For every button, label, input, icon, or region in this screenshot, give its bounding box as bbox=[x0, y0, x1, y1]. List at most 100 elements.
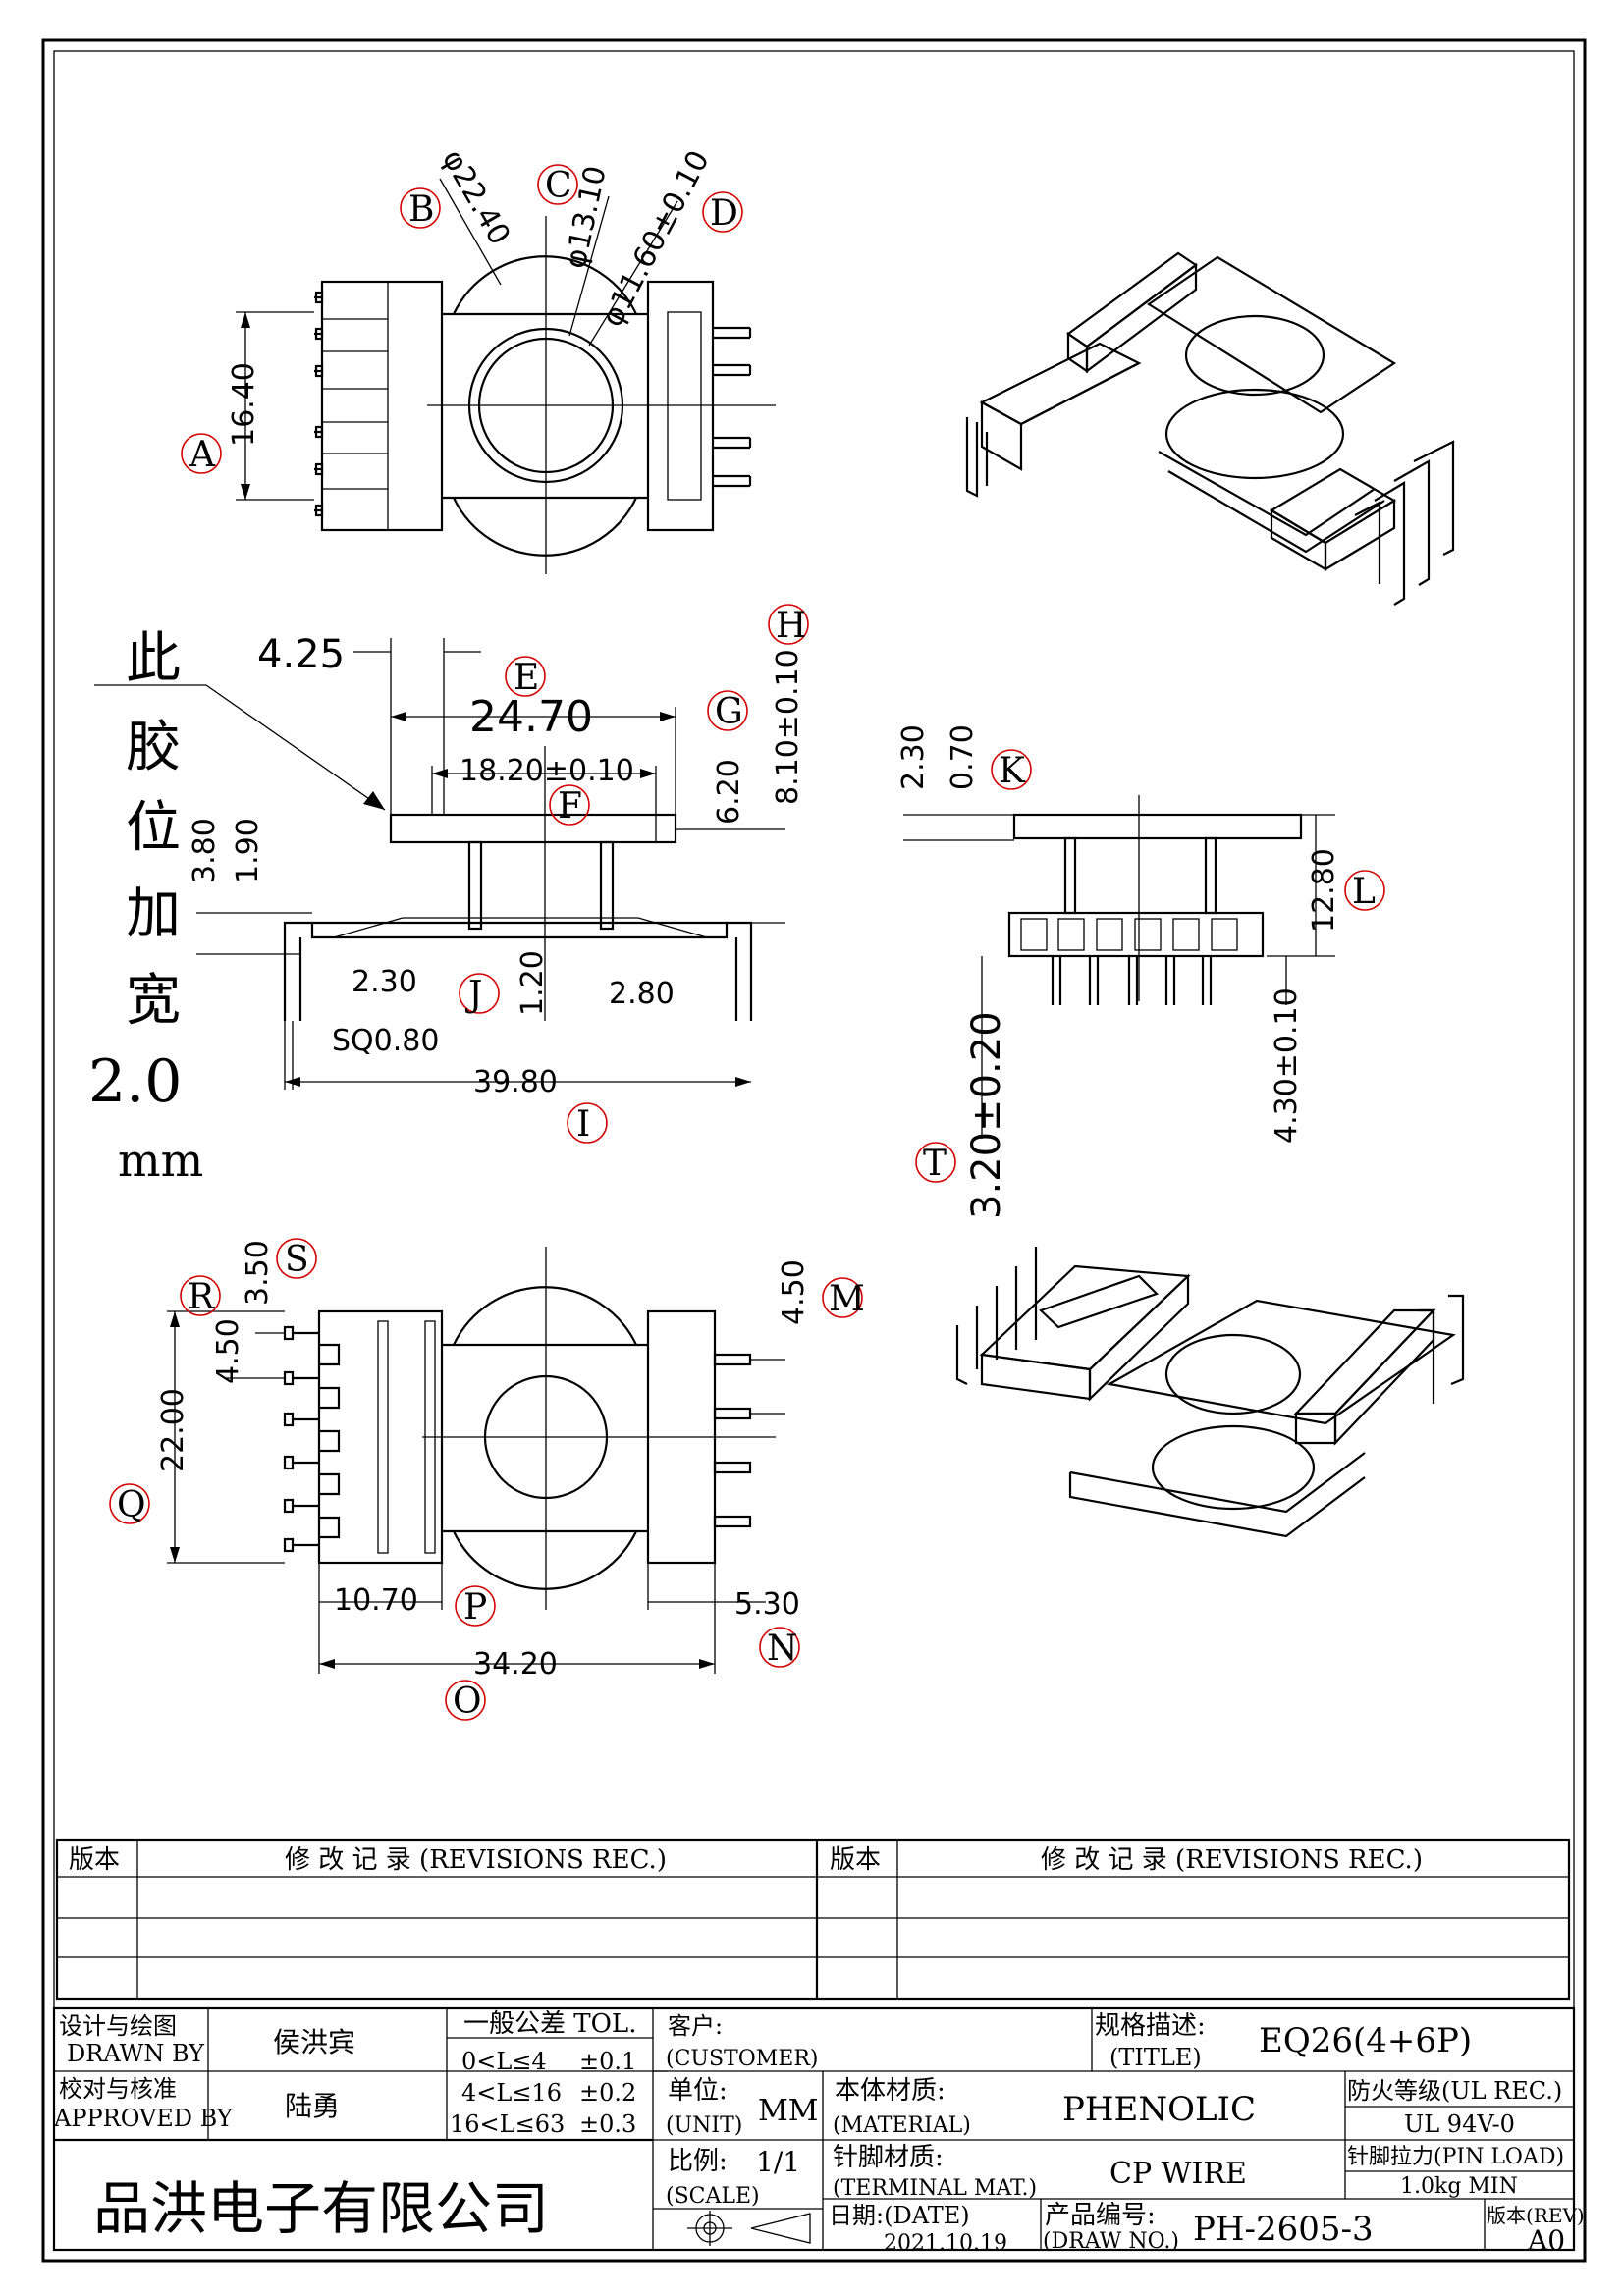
dim-b-label: φ22.40 bbox=[435, 144, 516, 251]
callout-a: A bbox=[189, 435, 216, 475]
bottom-dim-r-label: 4.50 bbox=[211, 1318, 245, 1384]
callout-l: L bbox=[1352, 872, 1376, 912]
callout-q: Q bbox=[117, 1485, 146, 1525]
scale-label: 比例: bbox=[668, 2147, 728, 2176]
callouts-top: A B C D bbox=[181, 164, 743, 475]
pin-load-label: 针脚拉力(PIN LOAD) bbox=[1347, 2145, 1564, 2169]
note-unit: mm bbox=[118, 1134, 203, 1187]
tol-value-3: ±0.3 bbox=[579, 2110, 636, 2138]
dim-a-label: 16.40 bbox=[227, 362, 261, 447]
rev-ver-label-left: 版本 bbox=[69, 1845, 120, 1875]
isometric-view-top bbox=[965, 251, 1455, 606]
tol-range-1: 0<L≤4 bbox=[461, 2048, 547, 2075]
customer-en: (CUSTOMER) bbox=[666, 2047, 818, 2071]
projection-symbol-icon bbox=[687, 2211, 811, 2246]
callout-f: F bbox=[558, 786, 582, 827]
tol-range-2: 4<L≤16 bbox=[461, 2079, 562, 2107]
callout-i: I bbox=[576, 1104, 590, 1145]
dim-g-label: 6.20 bbox=[712, 759, 746, 825]
rev-value: A0 bbox=[1527, 2224, 1565, 2257]
date-label: 日期:(DATE) bbox=[829, 2202, 970, 2229]
date-value: 2021.10.19 bbox=[884, 2231, 1007, 2256]
end-dim-a-label: 2.30 bbox=[896, 724, 931, 790]
unit-en: (UNIT) bbox=[666, 2113, 742, 2138]
material-value: PHENOLIC bbox=[1062, 2090, 1256, 2129]
dim-d-label: φ11.60±0.10 bbox=[595, 145, 717, 333]
callout-c: C bbox=[545, 166, 572, 206]
glue-note: 此 胶 位 加 宽 2.0 mm bbox=[88, 627, 203, 1187]
tol-value-1: ±0.1 bbox=[579, 2048, 636, 2075]
side-view: 4.25 24.70 18.20±0.10 6.20 8.10±0.10 3.8… bbox=[94, 632, 805, 1099]
rev-label: 版本(REV) bbox=[1487, 2204, 1585, 2227]
bottom-dim-p-label: 10.70 bbox=[334, 1583, 418, 1618]
callout-j: J bbox=[464, 975, 482, 1015]
company-name: 品洪电子有限公司 bbox=[93, 2175, 549, 2242]
outer-frame bbox=[41, 38, 1587, 2263]
dim-j-label: 1.20 bbox=[515, 950, 550, 1016]
end-dim-k-label: 0.70 bbox=[946, 724, 980, 790]
drawno-label: 产品编号: bbox=[1045, 2201, 1156, 2230]
top-view: 16.40 φ22.40 φ13.10 φ11.60±0.10 bbox=[227, 144, 776, 574]
title-en: (TITLE) bbox=[1109, 2044, 1202, 2071]
terminal-en: (TERMINAL MAT.) bbox=[833, 2176, 1037, 2201]
bottom-view: 22.00 3.50 4.50 4.50 10.70 5.30 34.20 bbox=[156, 1240, 811, 1682]
callout-o: O bbox=[453, 1682, 482, 1722]
rev-rec-label-left: 修 改 记 录 (REVISIONS REC.) bbox=[285, 1845, 667, 1875]
callouts-end: K L T bbox=[915, 749, 1385, 1184]
drawn-label-cn: 设计与绘图 bbox=[59, 2012, 177, 2040]
note-char-2: 胶 bbox=[126, 716, 181, 779]
approved-label-cn: 校对与核准 bbox=[59, 2075, 177, 2103]
inner-frame bbox=[53, 50, 1575, 2251]
dim-i-label: 39.80 bbox=[473, 1065, 558, 1099]
callout-s: S bbox=[285, 1240, 309, 1280]
dim-h-label: 8.10±0.10 bbox=[771, 649, 805, 805]
fire-value: UL 94V-0 bbox=[1404, 2110, 1515, 2138]
callout-p: P bbox=[463, 1587, 487, 1628]
material-en: (MATERIAL) bbox=[833, 2113, 971, 2138]
note-char-4: 加 bbox=[126, 882, 181, 946]
material-label: 本体材质: bbox=[835, 2076, 946, 2106]
drawn-label-en: DRAWN BY bbox=[67, 2040, 205, 2067]
end-dim-l-label: 12.80 bbox=[1307, 848, 1341, 933]
rev-ver-label-right: 版本 bbox=[830, 1845, 881, 1875]
bottom-dim-q-label: 22.00 bbox=[156, 1388, 190, 1472]
bottom-dim-m-label: 4.50 bbox=[777, 1259, 811, 1325]
callouts-side: E F G H I J bbox=[459, 604, 809, 1145]
callouts-bottom: M N O P Q R S bbox=[109, 1238, 865, 1722]
title-value: EQ26(4+6P) bbox=[1259, 2021, 1472, 2060]
pin-load-value: 1.0kg MIN bbox=[1400, 2174, 1518, 2199]
dim-pinr-label: 2.80 bbox=[609, 977, 675, 1011]
terminal-value: CP WIRE bbox=[1109, 2157, 1247, 2191]
unit-value: MM bbox=[758, 2094, 818, 2128]
callout-e: E bbox=[514, 658, 539, 698]
tol-range-3: 16<L≤63 bbox=[450, 2110, 565, 2138]
callout-b: B bbox=[408, 189, 434, 230]
callout-k: K bbox=[999, 751, 1026, 791]
dim-offset-label: 4.25 bbox=[257, 632, 345, 677]
tol-title: 一般公差 TOL. bbox=[463, 2009, 636, 2039]
dim-h2-label: 1.90 bbox=[231, 818, 265, 883]
callout-g: G bbox=[715, 692, 743, 732]
revisions-table: 版本 修 改 记 录 (REVISIONS REC.) 版本 修 改 记 录 (… bbox=[55, 1838, 1571, 2001]
dim-f-label: 18.20±0.10 bbox=[460, 754, 634, 788]
terminal-label: 针脚材质: bbox=[833, 2143, 944, 2172]
title-block: 设计与绘图 DRAWN BY 侯洪宾 校对与核准 APPROVED BY 陆勇 … bbox=[52, 2006, 1585, 2257]
isometric-view-bottom bbox=[955, 1247, 1465, 1538]
end-dim-t-label: 3.20±0.20 bbox=[964, 1011, 1009, 1219]
drawno-en: (DRAW NO.) bbox=[1043, 2229, 1179, 2254]
title-label: 规格描述: bbox=[1095, 2011, 1206, 2041]
approved-label-en: APPROVED BY bbox=[53, 2105, 234, 2132]
approved-by: 陆勇 bbox=[285, 2090, 340, 2122]
customer-label: 客户: bbox=[668, 2012, 723, 2040]
callout-r: R bbox=[188, 1277, 215, 1317]
end-dim-b-label: 4.30±0.10 bbox=[1270, 988, 1304, 1144]
unit-label: 单位: bbox=[668, 2076, 728, 2106]
note-char-5: 宽 bbox=[126, 969, 181, 1033]
drawno-value: PH-2605-3 bbox=[1193, 2210, 1374, 2249]
callout-t: T bbox=[923, 1144, 947, 1184]
dim-h1-label: 3.80 bbox=[188, 818, 222, 883]
note-value: 2.0 bbox=[88, 1047, 182, 1116]
tol-value-2: ±0.2 bbox=[579, 2079, 636, 2107]
dim-sq-label: SQ0.80 bbox=[332, 1024, 439, 1058]
